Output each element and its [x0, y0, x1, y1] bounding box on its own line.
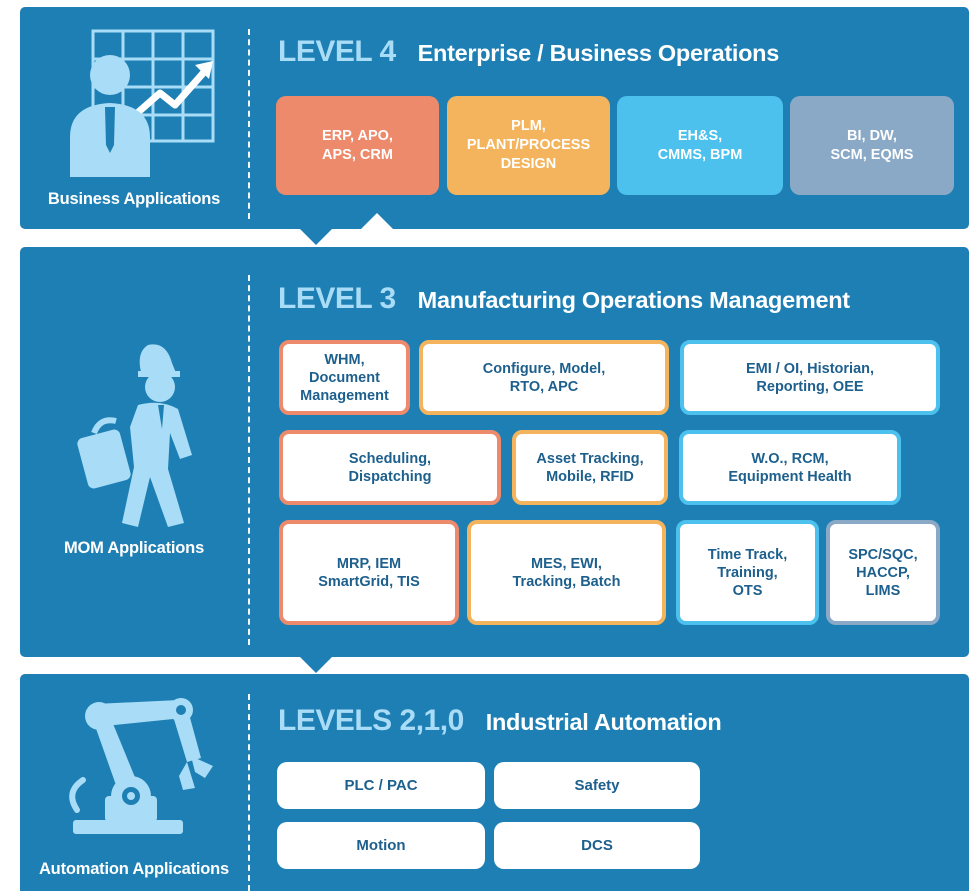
robot-arm-icon [69, 698, 213, 834]
level3-box-scheduling: Scheduling, Dispatching [279, 430, 501, 505]
level3-box-wo: W.O., RCM, Equipment Health [679, 430, 901, 505]
level3-divider [248, 275, 250, 645]
level3-panel: MOM Applications LEVEL 3 Manufacturing O… [20, 247, 969, 673]
level2-heading: LEVELS 2,1,0 Industrial Automation [278, 704, 722, 738]
worker-hardhat-icon [77, 344, 192, 527]
level3-title: Manufacturing Operations Management [417, 287, 850, 313]
level2-number: LEVELS 2,1,0 [278, 704, 464, 737]
level2-box-plc: PLC / PAC [277, 762, 485, 809]
level3-box-asset: Asset Tracking, Mobile, RFID [512, 430, 668, 505]
business-person-chart-icon [70, 29, 215, 177]
level4-box-plm: PLM, PLANT/PROCESS DESIGN [447, 96, 610, 195]
level3-heading: LEVEL 3 Manufacturing Operations Managem… [278, 282, 850, 316]
level4-divider [248, 29, 250, 219]
level4-box-bi: BI, DW, SCM, EQMS [790, 96, 954, 195]
level3-number: LEVEL 3 [278, 282, 396, 315]
level3-box-mrp: MRP, IEM SmartGrid, TIS [279, 520, 459, 625]
level3-bottom-notch [300, 657, 332, 673]
level4-heading: LEVEL 4 Enterprise / Business Operations [278, 35, 779, 69]
level2-divider [248, 694, 250, 891]
level4-number: LEVEL 4 [278, 35, 396, 68]
level4-panel: Business Applications LEVEL 4 Enterprise… [20, 7, 969, 245]
level3-side-label: MOM Applications [63, 539, 205, 557]
level2-box-motion: Motion [277, 822, 485, 869]
level3-box-whm: WHM, Document Management [279, 340, 410, 415]
level4-title: Enterprise / Business Operations [417, 40, 780, 66]
level4-box-erp: ERP, APO, APS, CRM [276, 96, 439, 195]
level4-bottom-notch [300, 229, 332, 245]
level2-box-dcs: DCS [494, 822, 700, 869]
level3-box-mes: MES, EWI, Tracking, Batch [467, 520, 666, 625]
level2-box-safety: Safety [494, 762, 700, 809]
level4-box-ehs: EH&S, CMMS, BPM [617, 96, 783, 195]
level3-box-timetrack: Time Track, Training, OTS [676, 520, 819, 625]
level4-top-notch [361, 213, 393, 229]
level2-side-label: Automation Applications [38, 860, 230, 878]
level2-title: Industrial Automation [485, 709, 722, 735]
level3-box-emi: EMI / OI, Historian, Reporting, OEE [680, 340, 940, 415]
level3-box-configure: Configure, Model, RTO, APC [419, 340, 669, 415]
level4-side-label: Business Applications [47, 190, 221, 208]
level3-box-spc: SPC/SQC, HACCP, LIMS [826, 520, 940, 625]
level2-panel: Automation Applications LEVELS 2,1,0 Ind… [20, 674, 969, 891]
